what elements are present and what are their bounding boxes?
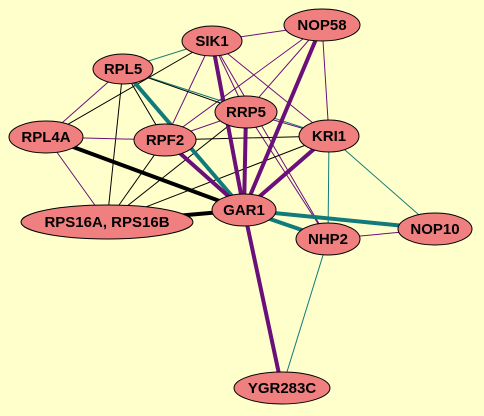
node-label: YGR283C: [248, 380, 317, 397]
node-label: RRP5: [226, 104, 266, 121]
node-rpl5[interactable]: RPL5: [92, 53, 154, 85]
node-label: NOP10: [410, 221, 459, 238]
node-ellipse[interactable]: [181, 25, 243, 57]
node-label: RPS16A, RPS16B: [44, 214, 169, 231]
edge-rrp5-rps16: [106, 111, 247, 223]
node-nop58[interactable]: NOP58: [283, 8, 361, 42]
node-rpl4a[interactable]: RPL4A: [8, 120, 84, 154]
edge-kri1-nop10: [328, 135, 436, 230]
node-ygr283c[interactable]: YGR283C: [233, 371, 331, 405]
node-label: NOP58: [297, 17, 346, 34]
node-sik1[interactable]: SIK1: [181, 25, 243, 57]
node-label: NHP2: [308, 231, 348, 248]
edge-nop58-rpf2: [164, 24, 323, 141]
edge-sik1-nhp2: [211, 40, 329, 240]
edge-gar1-ygr283c: [242, 208, 284, 390]
node-ellipse[interactable]: [8, 120, 84, 154]
node-ellipse[interactable]: [214, 95, 278, 129]
node-label: RPL5: [104, 61, 142, 78]
node-ellipse[interactable]: [20, 204, 194, 240]
node-ellipse[interactable]: [211, 193, 277, 227]
node-label: GAR1: [223, 202, 265, 219]
node-rps16[interactable]: RPS16A, RPS16B: [20, 204, 194, 240]
node-ellipse[interactable]: [133, 123, 197, 157]
node-ellipse[interactable]: [298, 119, 360, 153]
edge-nhp2-ygr283c: [281, 238, 329, 389]
edge-nop58-kri1: [321, 24, 330, 137]
edge-sik1-kri1: [211, 40, 330, 137]
node-label: KRI1: [312, 128, 346, 145]
node-label: RPL4A: [21, 129, 70, 146]
node-ellipse[interactable]: [397, 212, 473, 246]
node-nop10[interactable]: NOP10: [397, 212, 473, 246]
node-rpf2[interactable]: RPF2: [133, 123, 197, 157]
node-kri1[interactable]: KRI1: [298, 119, 360, 153]
node-nhp2[interactable]: NHP2: [295, 222, 361, 256]
node-ellipse[interactable]: [233, 371, 331, 405]
node-rrp5[interactable]: RRP5: [214, 95, 278, 129]
edge-rpl4a-gar1: [44, 135, 246, 212]
edge-nop58-gar1: [242, 23, 324, 212]
node-ellipse[interactable]: [92, 53, 154, 85]
edge-sik1-rpl4a: [45, 40, 213, 138]
node-label: SIK1: [195, 33, 228, 50]
node-label: RPF2: [146, 132, 184, 149]
node-ellipse[interactable]: [283, 8, 361, 42]
edge-kri1-nhp2: [327, 135, 330, 240]
node-gar1[interactable]: GAR1: [211, 193, 277, 227]
node-ellipse[interactable]: [295, 222, 361, 256]
edge-rpl5-rps16: [106, 68, 124, 223]
